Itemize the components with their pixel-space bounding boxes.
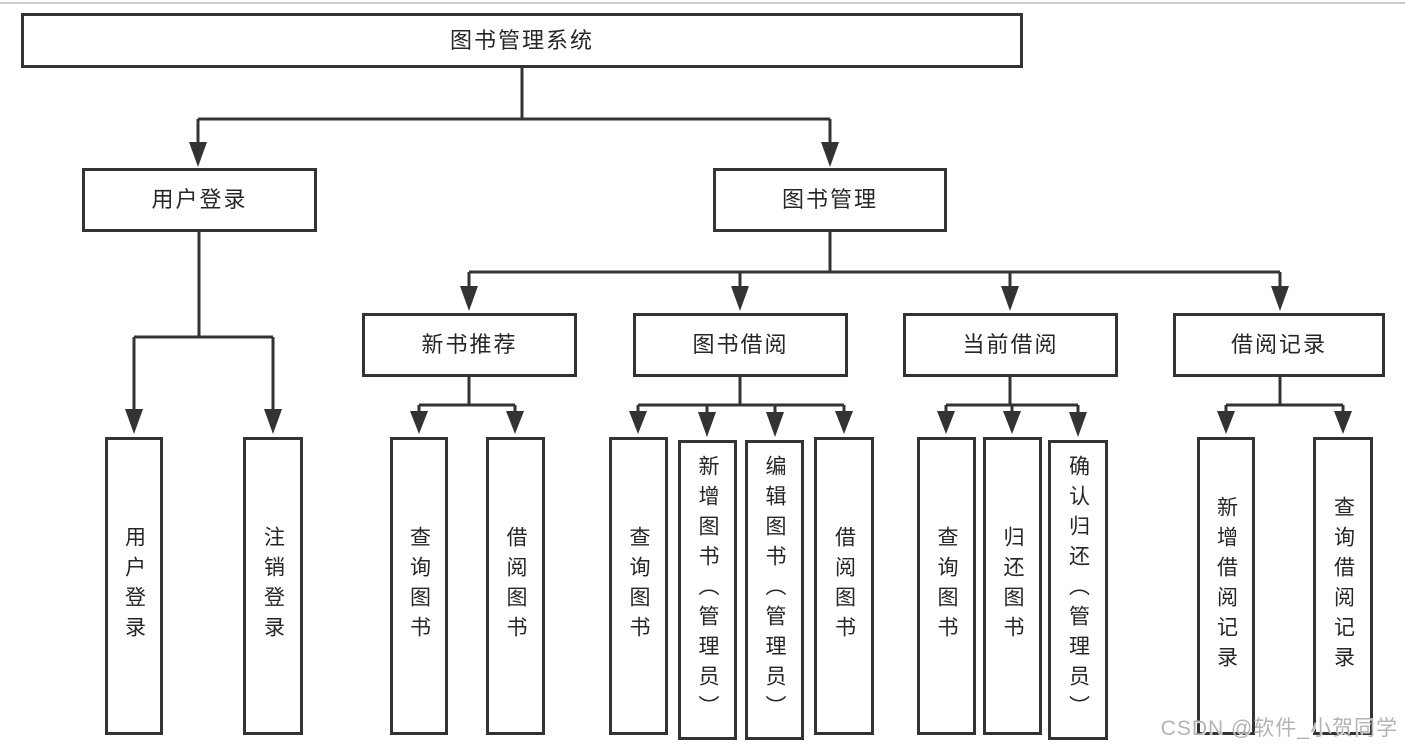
watermark: CSDN @软件_小贺同学 (1160, 717, 1398, 740)
leaf-borrow-books-label: 借阅图书 (832, 526, 856, 646)
node-new-book-recommend-label: 新书推荐 (421, 332, 518, 357)
leaf-borrow-books: 借阅图书 (814, 437, 874, 735)
leaf-query-borrow-record: 查询借阅记录 (1313, 437, 1373, 735)
leaf-current-query-books: 查询图书 (917, 437, 976, 735)
leaf-recommend-query-books-label: 查询图书 (407, 526, 431, 646)
leaf-recommend-query-books: 查询图书 (390, 437, 448, 735)
leaf-user-login: 用户登录 (105, 437, 163, 735)
leaf-add-borrow-record-label: 新增借阅记录 (1214, 496, 1238, 676)
node-borrow-records-label: 借阅记录 (1230, 332, 1327, 357)
leaf-logout: 注销登录 (243, 437, 303, 735)
top-border-line (0, 2, 1405, 4)
leaf-recommend-borrow-books-label: 借阅图书 (504, 526, 527, 646)
node-library-system: 图书管理系统 (21, 13, 1023, 68)
leaf-add-books-admin: 新增图书（管理员） (678, 440, 737, 740)
leaf-edit-books-admin: 编辑图书（管理员） (745, 440, 804, 740)
node-book-management-label: 图书管理 (781, 187, 878, 212)
node-user-login: 用户登录 (82, 168, 317, 232)
node-library-system-label: 图书管理系统 (449, 27, 594, 53)
leaf-add-borrow-record: 新增借阅记录 (1197, 437, 1255, 735)
leaf-add-books-admin-label: 新增图书（管理员） (696, 455, 719, 725)
node-book-management: 图书管理 (713, 168, 947, 232)
node-book-borrow: 图书借阅 (633, 313, 848, 377)
leaf-confirm-return-admin-label: 确认归还（管理员） (1066, 455, 1090, 725)
leaf-return-books: 归还图书 (983, 437, 1042, 735)
node-book-borrow-label: 图书借阅 (692, 332, 789, 357)
leaf-recommend-borrow-books: 借阅图书 (486, 437, 545, 735)
node-current-borrow: 当前借阅 (903, 313, 1118, 377)
leaf-confirm-return-admin: 确认归还（管理员） (1048, 440, 1108, 740)
leaf-query-borrow-record-label: 查询借阅记录 (1331, 496, 1355, 676)
node-user-login-label: 用户登录 (151, 187, 248, 212)
leaf-borrow-query-books: 查询图书 (609, 437, 668, 735)
leaf-return-books-label: 归还图书 (1001, 526, 1024, 646)
leaf-borrow-query-books-label: 查询图书 (627, 526, 650, 646)
leaf-logout-label: 注销登录 (261, 526, 285, 646)
leaf-user-login-label: 用户登录 (122, 526, 146, 646)
node-borrow-records: 借阅记录 (1173, 313, 1385, 377)
leaf-edit-books-admin-label: 编辑图书（管理员） (763, 455, 786, 725)
leaf-current-query-books-label: 查询图书 (935, 526, 958, 646)
node-current-borrow-label: 当前借阅 (962, 332, 1059, 357)
node-new-book-recommend: 新书推荐 (362, 313, 577, 377)
